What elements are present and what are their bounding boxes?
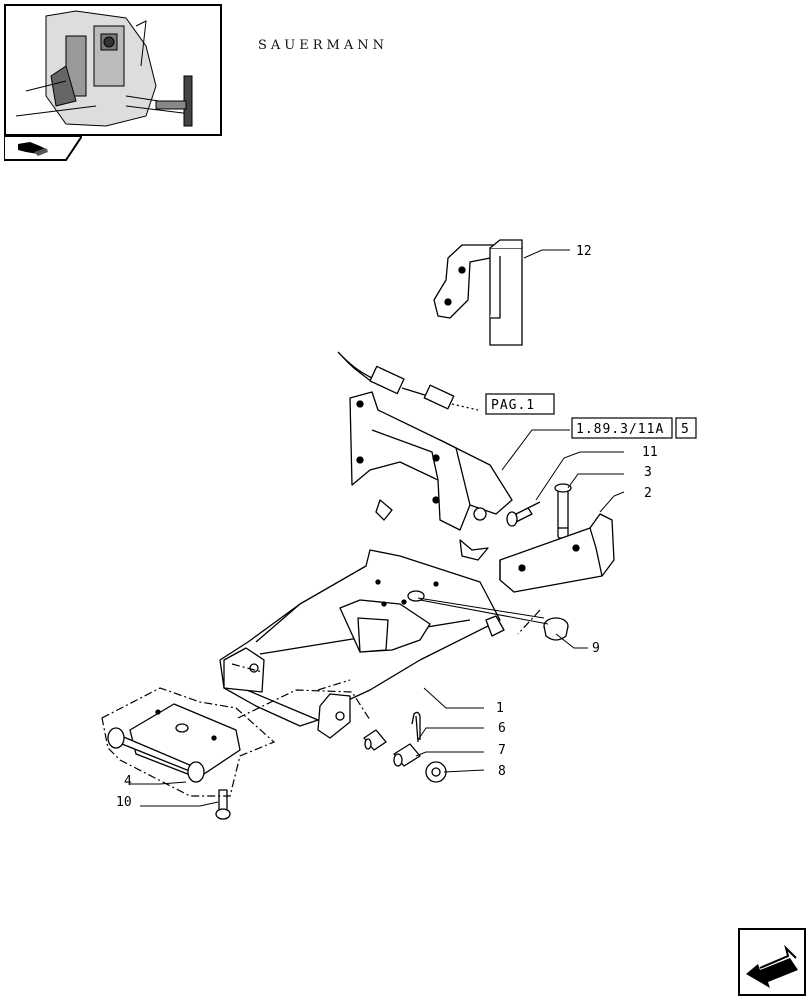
page-ref-label: PAG.1 — [491, 398, 535, 413]
callout-3: 3 — [644, 465, 652, 480]
part-6-cotter-pin — [411, 711, 421, 743]
part-7-sleeve — [363, 729, 421, 767]
cable-assembly — [337, 351, 479, 411]
book-tab-icon — [3, 135, 84, 161]
part-3-pin — [554, 483, 572, 539]
brand-title: SAUERMANN — [258, 38, 388, 53]
callout-7: 7 — [498, 743, 506, 758]
section-sub-label: 5 — [681, 422, 690, 437]
callout-10: 10 — [116, 795, 132, 810]
part-8-washer — [425, 761, 447, 783]
part-5-support-frame — [349, 391, 513, 561]
assembly-outline — [101, 609, 541, 797]
part-10-screw — [215, 789, 231, 820]
callout-12: 12 — [576, 244, 592, 259]
next-page-arrow-icon — [738, 928, 806, 996]
callout-1: 1 — [496, 701, 504, 716]
callout-9: 9 — [592, 641, 600, 656]
tractor-thumbnail — [4, 4, 222, 136]
callout-6: 6 — [498, 721, 506, 736]
callout-11: 11 — [642, 445, 658, 460]
section-ref-label: 1.89.3/11A — [576, 422, 664, 437]
part-2-hook — [499, 513, 615, 593]
callout-4: 4 — [124, 774, 132, 789]
callout-8: 8 — [498, 764, 506, 779]
section-ref-box[interactable]: 1.89.3/11A 5 — [571, 417, 697, 439]
part-12-bracket — [433, 239, 523, 346]
leader-lines — [130, 249, 625, 807]
book-tab[interactable] — [3, 135, 84, 162]
part-4-roller-plate — [107, 703, 241, 783]
part-1-base-plate — [219, 549, 505, 739]
part-9-cap — [543, 617, 569, 641]
page-ref-box[interactable]: PAG.1 — [485, 393, 555, 415]
part-11-bolt — [506, 501, 541, 527]
callout-2: 2 — [644, 486, 652, 501]
next-page-button[interactable] — [738, 928, 806, 996]
tractor-thumbnail-icon — [6, 6, 220, 134]
